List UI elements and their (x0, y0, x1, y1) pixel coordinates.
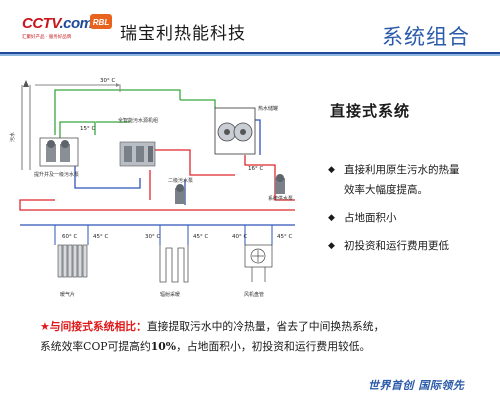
bullet-text-line: 初投资和运行费用更低 (344, 240, 449, 252)
star-icon: ★ (40, 320, 50, 333)
hot-water-pipes (19, 149, 295, 211)
summary-text: 系统效率COP可提高约 (40, 340, 151, 353)
floor-heating-terminal: 辐射采暖 (159, 245, 189, 298)
diamond-icon: ◆ (328, 165, 335, 175)
summary-text: ，占地面积小，初投资和运行费用较低。 (176, 340, 371, 353)
advantage-list: ◆ 直接利用原生污水的热量 效率大幅度提高。 ◆ 占地面积小 ◆ 初投资和运行费… (328, 160, 498, 256)
secondary-pump: 二级污水泵 (168, 177, 193, 204)
comparison-summary: ★与间接式系统相比：直接提取污水中的冷热量，省去了中间换热系统， 系统效率COP… (40, 317, 500, 357)
slogan: 世界首创 国际领先 (368, 379, 465, 392)
temp-label: 45° C (277, 234, 292, 240)
diamond-icon: ◆ (328, 213, 335, 223)
heat-pump-label: 全智能污水源机组 (118, 117, 158, 124)
radiator-label: 暖气片 (60, 291, 75, 298)
flow-arrow-icon (23, 80, 29, 87)
secondary-pump-label: 二级污水泵 (168, 177, 193, 184)
company-name: 瑞宝利热能科技 (120, 24, 246, 44)
list-item: ◆ 直接利用原生污水的热量 效率大幅度提高。 (328, 160, 498, 200)
logo-com-text: .com (59, 15, 93, 32)
bullet-text-line: 占地面积小 (344, 212, 397, 224)
temp-label: 16° C (248, 166, 263, 172)
tank-label: 热水储罐 (258, 105, 278, 112)
list-item: ◆ 占地面积小 (328, 208, 498, 228)
storage-tank: 热水储罐 (214, 105, 278, 155)
circulation-pump: 系统供水泵 (268, 174, 293, 202)
cctv-logo: CCTV.com RBL 汇聚好产品 · 服务好品牌 (22, 13, 112, 47)
system-schematic: 污水 提升井及一级污水 (9, 78, 295, 298)
logo-tagline: 汇聚好产品 · 服务好品牌 (22, 35, 72, 40)
brand-badge-icon: RBL (90, 14, 112, 29)
heat-pump-unit: 全智能污水源机组 (118, 117, 158, 167)
logo-cctv-text: CCTV (22, 15, 60, 32)
temp-label: 30° C (145, 234, 160, 240)
temp-label: 45° C (193, 234, 208, 240)
radiator-terminal: 暖气片 (57, 244, 88, 298)
header-divider (0, 52, 500, 56)
sewage-channel: 污水 (9, 80, 31, 170)
section-title: 系统组合 (382, 25, 470, 49)
temp-label: 30° C (100, 78, 115, 84)
list-item: ◆ 初投资和运行费用更低 (328, 236, 498, 256)
temp-label: 45° C (93, 234, 108, 240)
sewage-label: 污水 (9, 132, 16, 142)
fan-coil-terminal: 风机盘管 (244, 244, 273, 298)
sewage-pipes (54, 89, 216, 138)
temp-label: 40° C (232, 234, 247, 240)
return-pipes (35, 83, 121, 92)
system-title: 直接式系统 (330, 102, 411, 120)
logo-wordmark: CCTV.com (22, 15, 93, 32)
slide-header: CCTV.com RBL 汇聚好产品 · 服务好品牌 瑞宝利热能科技 系统组合 (0, 0, 500, 52)
summary-highlight: 10% (150, 340, 177, 353)
summary-line-1: ★与间接式系统相比：直接提取污水中的冷热量，省去了中间换热系统， (40, 317, 500, 337)
bullet-text-line: 直接利用原生污水的热量 (344, 164, 460, 176)
temp-label: 60° C (62, 234, 77, 240)
bullet-text-line: 效率大幅度提高。 (344, 184, 428, 196)
summary-text: 直接提取污水中的冷热量，省去了中间换热系统， (146, 320, 385, 333)
temp-label: 15° C (80, 126, 95, 132)
diamond-icon: ◆ (328, 241, 335, 251)
summary-line-2: 系统效率COP可提高约10%，占地面积小，初投资和运行费用较低。 (40, 337, 500, 357)
lift-well: 提升井及一级污水泵 (34, 137, 79, 178)
circulation-pump-label: 系统供水泵 (268, 195, 293, 202)
summary-lead: 与间接式系统相比： (49, 320, 147, 333)
fan-coil-label: 风机盘管 (244, 291, 264, 298)
logo-badge-text: RBL (93, 18, 110, 27)
terminal-risers (54, 225, 273, 245)
floor-heating-label: 辐射采暖 (160, 291, 180, 298)
well-label: 提升井及一级污水泵 (34, 171, 79, 178)
